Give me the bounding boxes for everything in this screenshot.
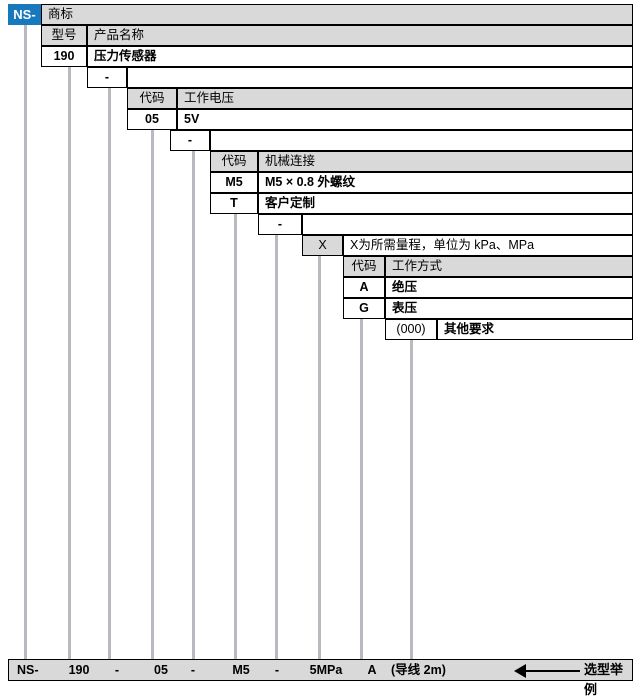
left-arrow-icon — [514, 660, 580, 682]
example-part-dash-2: - — [190, 663, 196, 677]
model-header-code: 型号 — [41, 25, 87, 46]
example-part-other: (导线 2m) — [391, 663, 446, 677]
separator-blank-2 — [210, 130, 633, 151]
voltage-row-desc: 5V — [177, 109, 633, 130]
connector-line-brand — [24, 25, 27, 659]
mode-row-code-g: G — [343, 298, 385, 319]
separator-dash-3: - — [258, 214, 302, 235]
voltage-header-code: 代码 — [127, 88, 177, 109]
connector-line-mode — [360, 319, 363, 659]
connector-line-model — [68, 67, 71, 659]
mode-header-code: 代码 — [343, 256, 385, 277]
mechanical-row-code-m5: M5 — [210, 172, 258, 193]
connector-line-dash-1 — [108, 88, 111, 659]
model-row-code: 190 — [41, 46, 87, 67]
range-row-code: X — [302, 235, 343, 256]
brand-label-cell: 商标 — [41, 4, 633, 25]
mechanical-header-desc: 机械连接 — [258, 151, 633, 172]
example-bar: NS- 190 - 05 - M5 - 5MPa A (导线 2m) 选型举例 — [8, 659, 633, 697]
connector-line-range — [318, 256, 321, 659]
mode-row-code-a: A — [343, 277, 385, 298]
separator-dash-2: - — [170, 130, 210, 151]
mechanical-row-desc-t: 客户定制 — [258, 193, 633, 214]
separator-dash-1: - — [87, 67, 127, 88]
connector-line-dash-3 — [275, 235, 278, 659]
example-part-voltage: 05 — [154, 663, 168, 677]
mechanical-row-desc-m5: M5 × 0.8 外螺纹 — [258, 172, 633, 193]
model-code-diagram: NS- 商标 型号 产品名称 190 压力传感器 - 代码 工作电压 05 5V… — [8, 4, 633, 697]
connector-line-other — [410, 340, 413, 659]
example-part-model: 190 — [68, 663, 90, 677]
example-part-dash-3: - — [274, 663, 280, 677]
model-header-desc: 产品名称 — [87, 25, 633, 46]
separator-blank-3 — [302, 214, 633, 235]
other-row-code: (000) — [385, 319, 437, 340]
example-part-mode: A — [367, 663, 377, 677]
connector-line-mechanical — [234, 214, 237, 659]
connector-line-voltage — [151, 130, 154, 659]
range-row-desc: X为所需量程，单位为 kPa、MPa — [343, 235, 633, 256]
example-label: 选型举例 — [584, 662, 624, 697]
brand-code-cell: NS- — [8, 4, 41, 25]
separator-blank-1 — [127, 67, 633, 88]
example-part-mechanical: M5 — [232, 663, 250, 677]
connector-line-dash-2 — [192, 151, 195, 659]
example-part-brand: NS- — [17, 663, 39, 677]
voltage-header-desc: 工作电压 — [177, 88, 633, 109]
model-row-desc: 压力传感器 — [87, 46, 633, 67]
example-part-dash-1: - — [114, 663, 120, 677]
other-row-desc: 其他要求 — [437, 319, 633, 340]
voltage-row-code: 05 — [127, 109, 177, 130]
example-part-range: 5MPa — [309, 663, 343, 677]
mode-row-desc-a: 绝压 — [385, 277, 633, 298]
mechanical-header-code: 代码 — [210, 151, 258, 172]
mode-row-desc-g: 表压 — [385, 298, 633, 319]
mechanical-row-code-t: T — [210, 193, 258, 214]
mode-header-desc: 工作方式 — [385, 256, 633, 277]
